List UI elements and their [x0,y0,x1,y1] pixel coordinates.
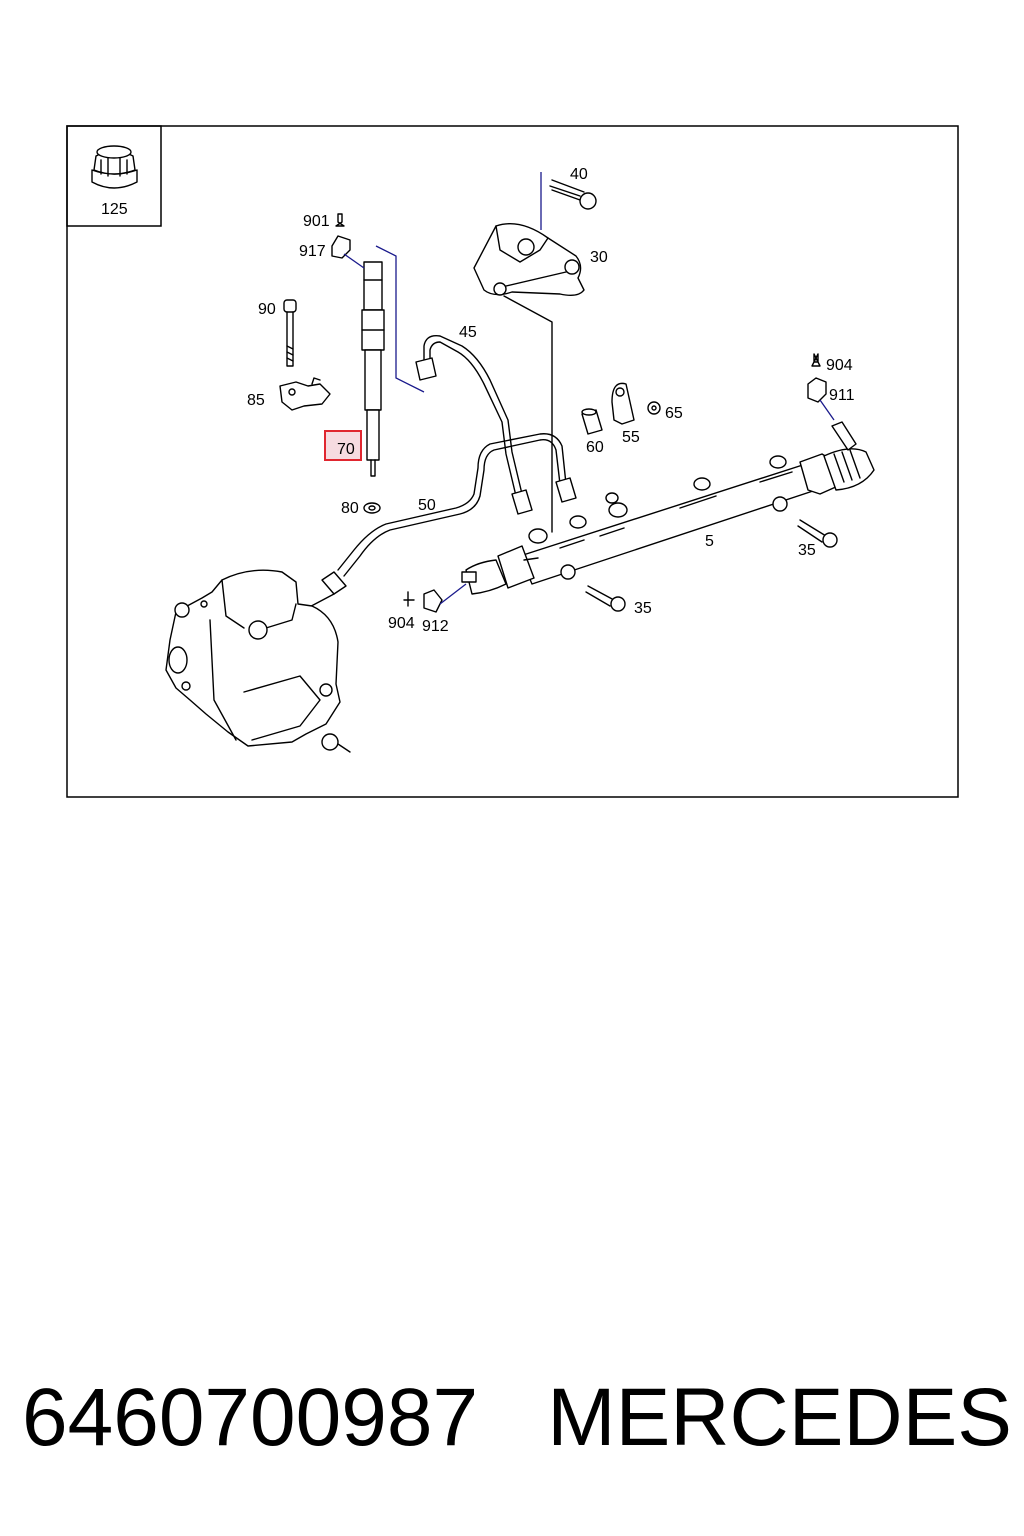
connector-904-912 [403,583,467,613]
callout-904-upper: 904 [826,357,853,374]
callout-35-lower: 35 [634,600,652,617]
rail-5 [461,421,875,595]
fuel-line-50 [271,433,577,627]
callout-55: 55 [622,429,640,446]
part-number: 6460700987 [22,1372,479,1463]
sensor-55 [611,382,635,425]
bracket-30 [473,223,585,533]
callout-904-lower: 904 [388,615,415,632]
diagram-frame [66,125,959,798]
bolt-35-right [797,519,838,548]
washer-80 [363,502,381,514]
callout-60: 60 [586,439,604,456]
callout-65: 65 [665,405,683,422]
inset-cap-125: 125 [66,125,162,227]
callout-85: 85 [247,392,265,409]
callout-50: 50 [418,497,436,514]
callout-911: 911 [829,387,855,404]
callout-70: 70 [337,441,355,458]
callout-917: 917 [299,243,326,260]
clamp-85 [279,377,331,411]
callout-35-right: 35 [798,542,816,559]
bolt-90 [283,299,297,367]
callout-80: 80 [341,500,359,517]
callout-5: 5 [705,533,714,550]
footer: 6460700987 MERCEDES [22,1368,1012,1468]
callout-912: 912 [422,618,449,635]
callout-30: 30 [590,249,608,266]
brand-name: MERCEDES [547,1372,1012,1463]
high-pressure-pump [165,569,351,753]
injector-70 [361,245,425,477]
fuel-line-45 [415,335,533,515]
inset-label: 125 [101,201,128,218]
bolt-40 [540,172,597,230]
screw-65 [647,401,661,415]
bolt-35-lower [585,585,626,612]
callout-40: 40 [570,166,588,183]
parts-diagram: 125 [66,125,959,798]
callout-45: 45 [459,324,477,341]
highlight-box-70 [324,430,362,461]
callout-90: 90 [258,301,276,318]
callout-901: 901 [303,213,330,230]
sensor-904-911 [807,353,835,421]
seal-917-and-901 [331,213,365,269]
sleeve-60 [581,408,603,435]
